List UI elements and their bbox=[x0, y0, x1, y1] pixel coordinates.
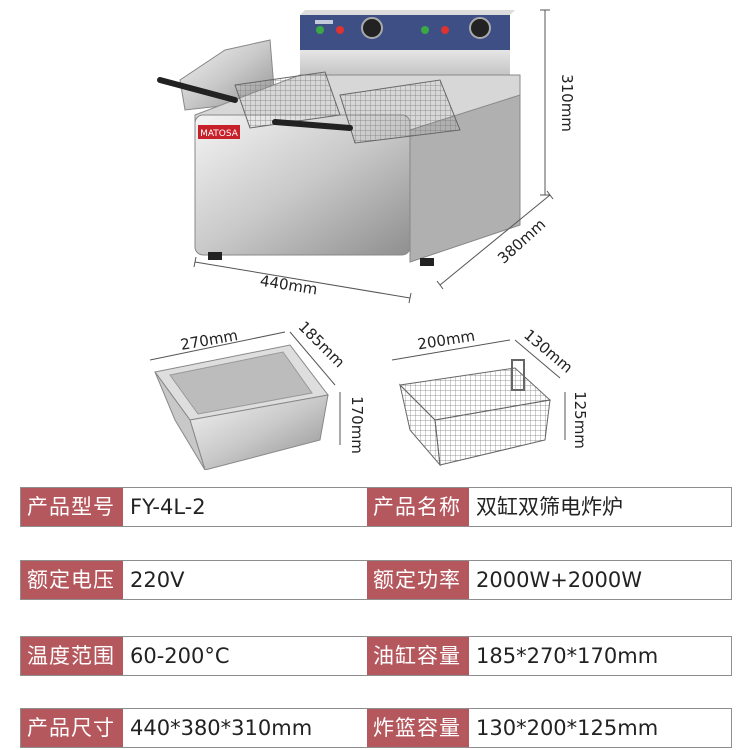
tank-capacity-label: 油缸容量 bbox=[367, 637, 469, 675]
model-label: 产品型号 bbox=[21, 488, 123, 526]
power-label: 额定功率 bbox=[367, 561, 469, 599]
fryer-height-label: 310mm bbox=[558, 74, 576, 132]
product-name-value: 双缸双筛电炸炉 bbox=[476, 495, 623, 519]
tank-width-label: 270mm bbox=[179, 326, 239, 354]
basket-width-label: 200mm bbox=[416, 327, 476, 354]
brand-text: MATOSA bbox=[200, 129, 239, 139]
basket-handle-right bbox=[272, 119, 353, 131]
power-light-icon bbox=[316, 26, 324, 34]
size-label: 产品尺寸 bbox=[21, 709, 123, 747]
tank-height-label: 170mm bbox=[348, 396, 366, 454]
spec-row-model: 产品型号 FY-4L-2 产品名称 双缸双筛电炸炉 bbox=[20, 487, 732, 527]
oil-tank-image bbox=[154, 344, 329, 470]
dimension-lines bbox=[193, 9, 554, 304]
model-value: FY-4L-2 bbox=[130, 495, 206, 519]
brand-label bbox=[198, 125, 240, 139]
product-illustration: MATOSA 310mm 380mm 440mm bbox=[149, 9, 589, 470]
thermostat-knob-icon-2 bbox=[469, 17, 491, 39]
size-value: 440*380*310mm bbox=[130, 716, 313, 740]
fry-basket-image bbox=[398, 359, 552, 467]
basket-left bbox=[234, 71, 341, 129]
basket-capacity-value: 130*200*125mm bbox=[476, 716, 659, 740]
voltage-label: 额定电压 bbox=[21, 561, 123, 599]
tank-dimension-lines bbox=[149, 331, 341, 445]
heat-light-icon-2 bbox=[441, 26, 449, 34]
fryer-width-label: 440mm bbox=[259, 272, 319, 299]
product-name-label: 产品名称 bbox=[367, 488, 469, 526]
fryer-image: MATOSA bbox=[157, 10, 521, 266]
basket-handle-left bbox=[157, 77, 238, 103]
voltage-value: 220V bbox=[130, 568, 185, 592]
spec-row-size: 产品尺寸 440*380*310mm 炸篮容量 130*200*125mm bbox=[20, 708, 732, 748]
temperature-value: 60-200°C bbox=[130, 644, 230, 668]
spec-row-temperature: 温度范围 60-200°C 油缸容量 185*270*170mm bbox=[20, 636, 732, 676]
power-light-icon-2 bbox=[421, 26, 429, 34]
temperature-label: 温度范围 bbox=[21, 637, 123, 675]
thermostat-knob-icon bbox=[361, 17, 383, 39]
spec-row-voltage: 额定电压 220V 额定功率 2000W+2000W bbox=[20, 560, 732, 600]
power-value: 2000W+2000W bbox=[476, 568, 643, 592]
tank-capacity-value: 185*270*170mm bbox=[476, 644, 659, 668]
basket-dimension-lines bbox=[391, 339, 566, 440]
basket-capacity-label: 炸篮容量 bbox=[367, 709, 469, 747]
basket-height-label: 125mm bbox=[571, 391, 589, 449]
heat-light-icon bbox=[336, 26, 344, 34]
